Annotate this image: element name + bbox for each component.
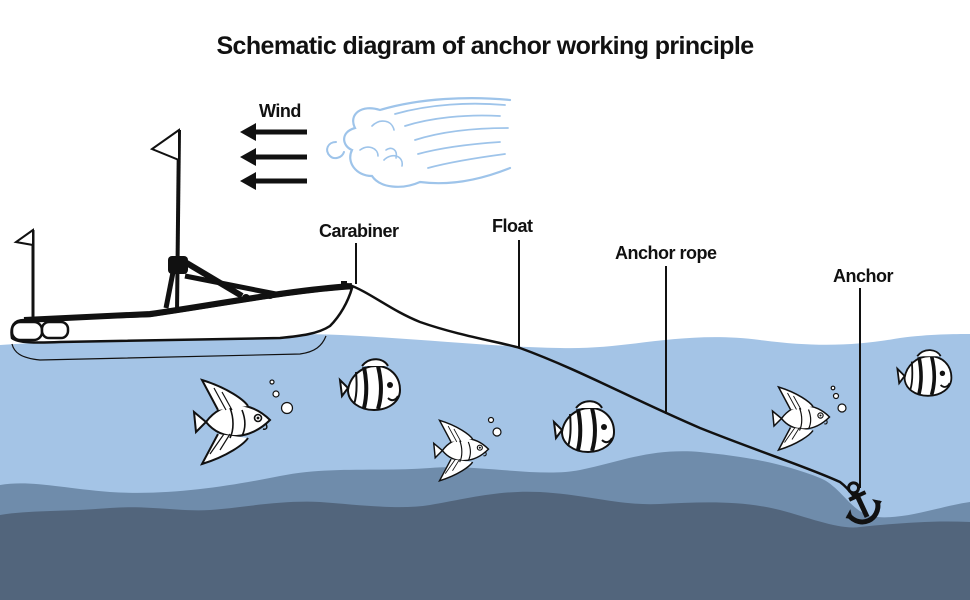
wind-label: Wind — [259, 101, 301, 121]
anchor-label: Anchor — [833, 266, 894, 286]
label-leaders — [355, 240, 861, 488]
bubbles — [269, 379, 847, 437]
anchor-icon — [845, 481, 882, 525]
wind-arrows-icon — [240, 123, 307, 190]
anchor-rope-label: Anchor rope — [615, 243, 717, 263]
seabed-deep — [0, 491, 970, 600]
float-label: Float — [492, 216, 533, 236]
boat-icon — [10, 128, 354, 361]
anchor-rope-line — [346, 282, 857, 499]
carabiner-label: Carabiner — [319, 221, 399, 241]
page-title: Schematic diagram of anchor working prin… — [216, 32, 754, 60]
wind-cloud-icon — [326, 97, 512, 188]
